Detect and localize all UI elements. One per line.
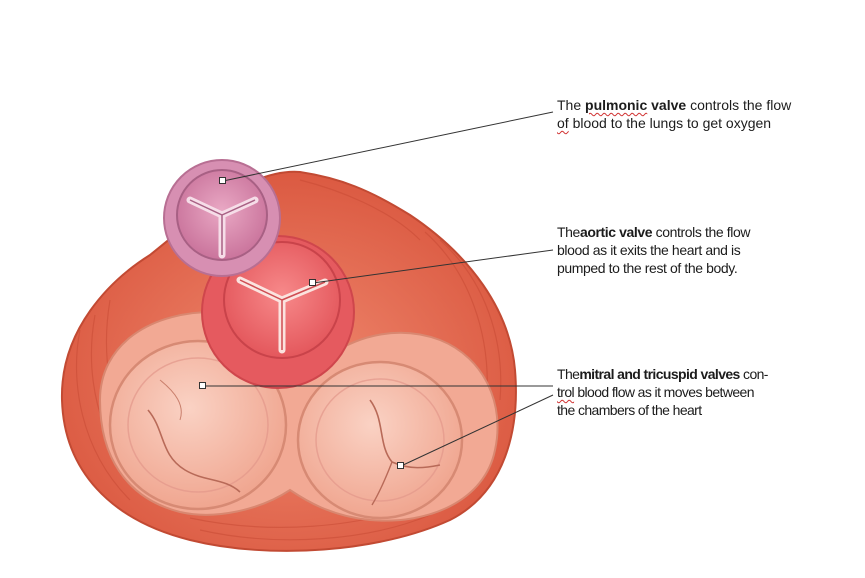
leader-lines — [203, 111, 554, 467]
label-text: blood flow as it moves between — [574, 384, 754, 400]
label-text: con- — [739, 366, 768, 382]
label-term: valve — [647, 97, 687, 113]
label-text: of — [557, 115, 569, 131]
label-text: blood to the lungs to get oxygen — [568, 115, 772, 131]
mitral-valve — [108, 339, 288, 511]
label-text: controls the flow — [652, 224, 751, 240]
leader-line-pulmonic — [222, 111, 554, 182]
label-text: The — [557, 97, 586, 113]
label-text: The — [557, 224, 580, 240]
pulmonic-valve — [163, 159, 281, 277]
label-text: the chambers of the heart — [557, 402, 702, 418]
label-text: blood as it exits the heart and is — [557, 242, 741, 258]
leader-line-aortic — [312, 249, 554, 284]
label-text: trol — [557, 384, 575, 400]
label-term: aortic valve — [579, 224, 653, 240]
label-term: pulmonic — [585, 97, 648, 113]
label-term: mitral and tricuspid valves — [579, 366, 740, 382]
label-pulmonic-valve: The pulmonic valve controls the flow of … — [557, 96, 857, 132]
label-mitral-tricuspid-valves: Themitral and tricuspid valves con- trol… — [557, 365, 857, 419]
leader-line-tricuspid — [400, 394, 554, 467]
label-aortic-valve: Theaortic valve controls the flow blood … — [557, 223, 857, 277]
leader-markers — [199, 177, 404, 469]
marker-mitral — [199, 382, 206, 389]
marker-tricuspid — [397, 462, 404, 469]
marker-pulmonic — [219, 177, 226, 184]
marker-aortic — [309, 279, 316, 286]
label-text: The — [557, 366, 580, 382]
label-text: controls the flow — [686, 97, 792, 113]
label-text: pumped to the rest of the body. — [557, 260, 738, 276]
tricuspid-valve — [296, 360, 464, 520]
